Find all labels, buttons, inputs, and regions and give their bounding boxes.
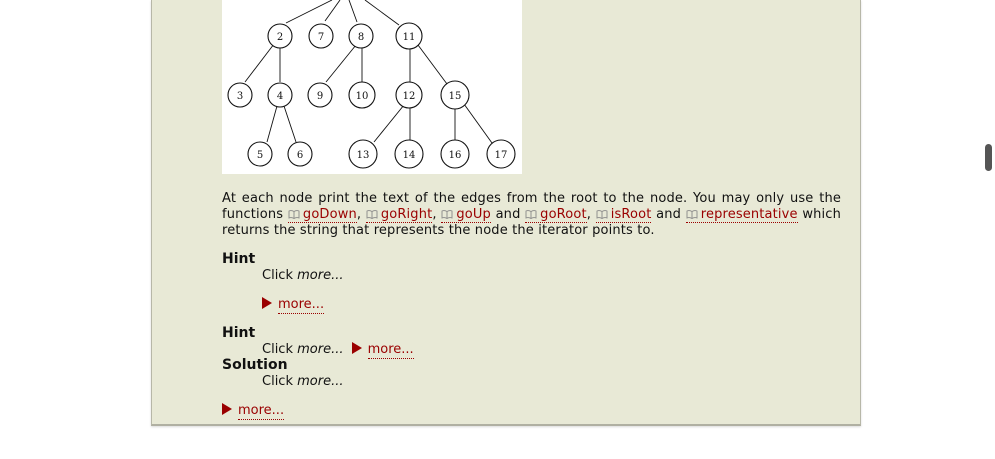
exercise-description: At each node print the text of the edges… bbox=[222, 191, 841, 238]
tree-node: 9 bbox=[307, 82, 333, 108]
tree-node: 17 bbox=[486, 139, 516, 169]
svg-text:6: 6 bbox=[297, 150, 303, 161]
svg-text:3: 3 bbox=[237, 91, 243, 102]
solution-heading: Solution bbox=[222, 357, 288, 373]
tree-node: 11 bbox=[395, 22, 423, 50]
svg-text:13: 13 bbox=[357, 150, 370, 161]
fn-link-godown[interactable]: goDown bbox=[287, 207, 357, 223]
scrollbar-thumb[interactable] bbox=[985, 144, 992, 171]
book-icon bbox=[441, 210, 453, 219]
tree-node: 12 bbox=[395, 81, 423, 109]
triangle-right-icon bbox=[222, 403, 232, 415]
svg-text:17: 17 bbox=[495, 150, 508, 161]
description-text: At each node print the text of the edges… bbox=[222, 191, 841, 222]
svg-text:2: 2 bbox=[277, 32, 283, 43]
fn-link-goright[interactable]: goRight bbox=[365, 207, 433, 223]
tree-node: 15 bbox=[440, 80, 470, 110]
tree-node: 14 bbox=[394, 139, 424, 169]
tree-node: 8 bbox=[348, 23, 374, 49]
solution-more-toggle[interactable]: more... bbox=[222, 403, 285, 420]
svg-text:14: 14 bbox=[403, 150, 416, 161]
tree-node: 16 bbox=[440, 139, 470, 169]
fn-link-representative[interactable]: representative bbox=[685, 207, 798, 223]
svg-text:10: 10 bbox=[356, 91, 369, 102]
svg-text:16: 16 bbox=[449, 150, 462, 161]
tree-node: 5 bbox=[247, 141, 273, 167]
hint-heading: Hint bbox=[222, 325, 256, 341]
book-icon bbox=[288, 210, 300, 219]
svg-text:11: 11 bbox=[403, 32, 416, 43]
more-link[interactable]: more... bbox=[278, 297, 325, 314]
tree-node: 7 bbox=[308, 23, 334, 49]
fn-link-goroot[interactable]: goRoot bbox=[525, 207, 587, 223]
hint-heading: Hint bbox=[222, 251, 256, 267]
hint-more-toggle[interactable]: more... bbox=[262, 297, 325, 314]
svg-text:8: 8 bbox=[358, 32, 364, 43]
tree-node: 10 bbox=[348, 81, 376, 109]
book-icon bbox=[366, 210, 378, 219]
book-icon bbox=[525, 210, 537, 219]
solution-click-text: Click more... bbox=[262, 374, 344, 389]
svg-text:15: 15 bbox=[449, 91, 462, 102]
svg-text:9: 9 bbox=[317, 91, 323, 102]
svg-text:4: 4 bbox=[277, 91, 283, 102]
tree-figure: 2 7 8 11 3 4 9 10 12 15 5 6 13 14 16 17 bbox=[222, 0, 522, 174]
book-icon bbox=[596, 210, 608, 219]
more-link[interactable]: more... bbox=[367, 342, 414, 359]
book-icon bbox=[686, 210, 698, 219]
triangle-right-icon bbox=[351, 342, 362, 354]
tree-node: 4 bbox=[267, 82, 293, 108]
tree-node: 3 bbox=[227, 82, 253, 108]
fn-link-goup[interactable]: goUp bbox=[441, 207, 491, 223]
hint-click-text: Click more... more... bbox=[262, 342, 414, 359]
tree-node: 6 bbox=[287, 141, 313, 167]
svg-text:5: 5 bbox=[257, 150, 263, 161]
tree-node: 13 bbox=[348, 139, 378, 169]
fn-link-isroot[interactable]: isRoot bbox=[595, 207, 652, 223]
triangle-right-icon bbox=[262, 297, 272, 309]
hint-click-text: Click more... bbox=[262, 268, 344, 283]
svg-text:12: 12 bbox=[403, 91, 416, 102]
more-link[interactable]: more... bbox=[238, 403, 285, 420]
svg-text:7: 7 bbox=[318, 32, 324, 43]
tree-node: 2 bbox=[267, 23, 293, 49]
